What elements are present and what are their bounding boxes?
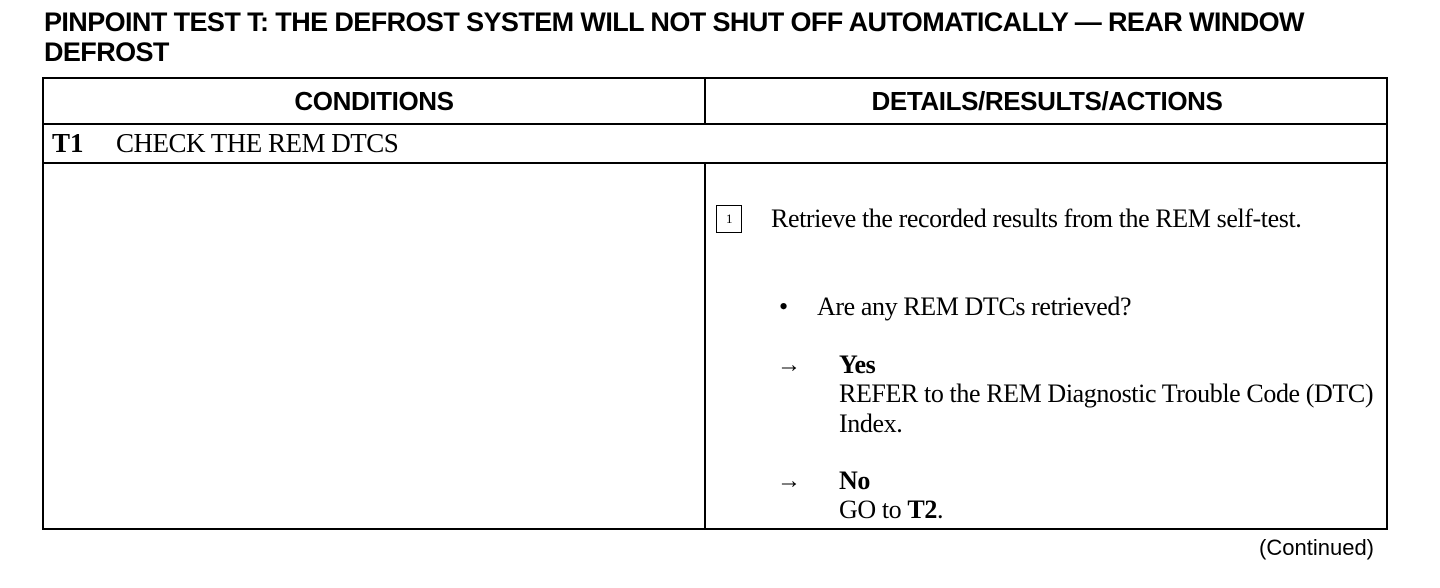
bullet-icon: • [779, 292, 788, 321]
step-id: T1 [52, 128, 84, 158]
page-title: PINPOINT TEST T: THE DEFROST SYSTEM WILL… [44, 7, 1304, 67]
instruction-text: Retrieve the recorded results from the R… [771, 204, 1302, 233]
arrow-right-icon: → [777, 352, 801, 378]
pinpoint-test-table: CONDITIONS DETAILS/RESULTS/ACTIONS T1 CH… [42, 77, 1388, 530]
question-text: Are any REM DTCs retrieved? [817, 292, 1132, 321]
yes-action-text: REFER to the REM Diagnostic Trouble Code… [839, 379, 1374, 438]
step-row: T1 CHECK THE REM DTCS [44, 125, 1386, 162]
details-cell: 1 Retrieve the recorded results from the… [706, 164, 1388, 530]
no-action-text: GO to T2. [839, 495, 1384, 525]
conditions-header: CONDITIONS [294, 86, 454, 116]
continued-label: (Continued) [1259, 535, 1374, 560]
body-column-divider [704, 164, 706, 530]
header-divider [44, 123, 1386, 125]
arrow-right-icon: → [777, 468, 801, 494]
no-action-target: T2 [907, 495, 937, 524]
no-label: No [839, 466, 870, 495]
substep-number-box: 1 [716, 205, 742, 233]
no-action-prefix: GO to [839, 495, 908, 524]
step-title: CHECK THE REM DTCS [116, 128, 399, 158]
column-divider [704, 79, 706, 123]
no-action-suffix: . [936, 495, 944, 524]
details-header: DETAILS/RESULTS/ACTIONS [871, 86, 1223, 116]
yes-label: Yes [839, 350, 876, 379]
step-divider [44, 162, 1386, 164]
